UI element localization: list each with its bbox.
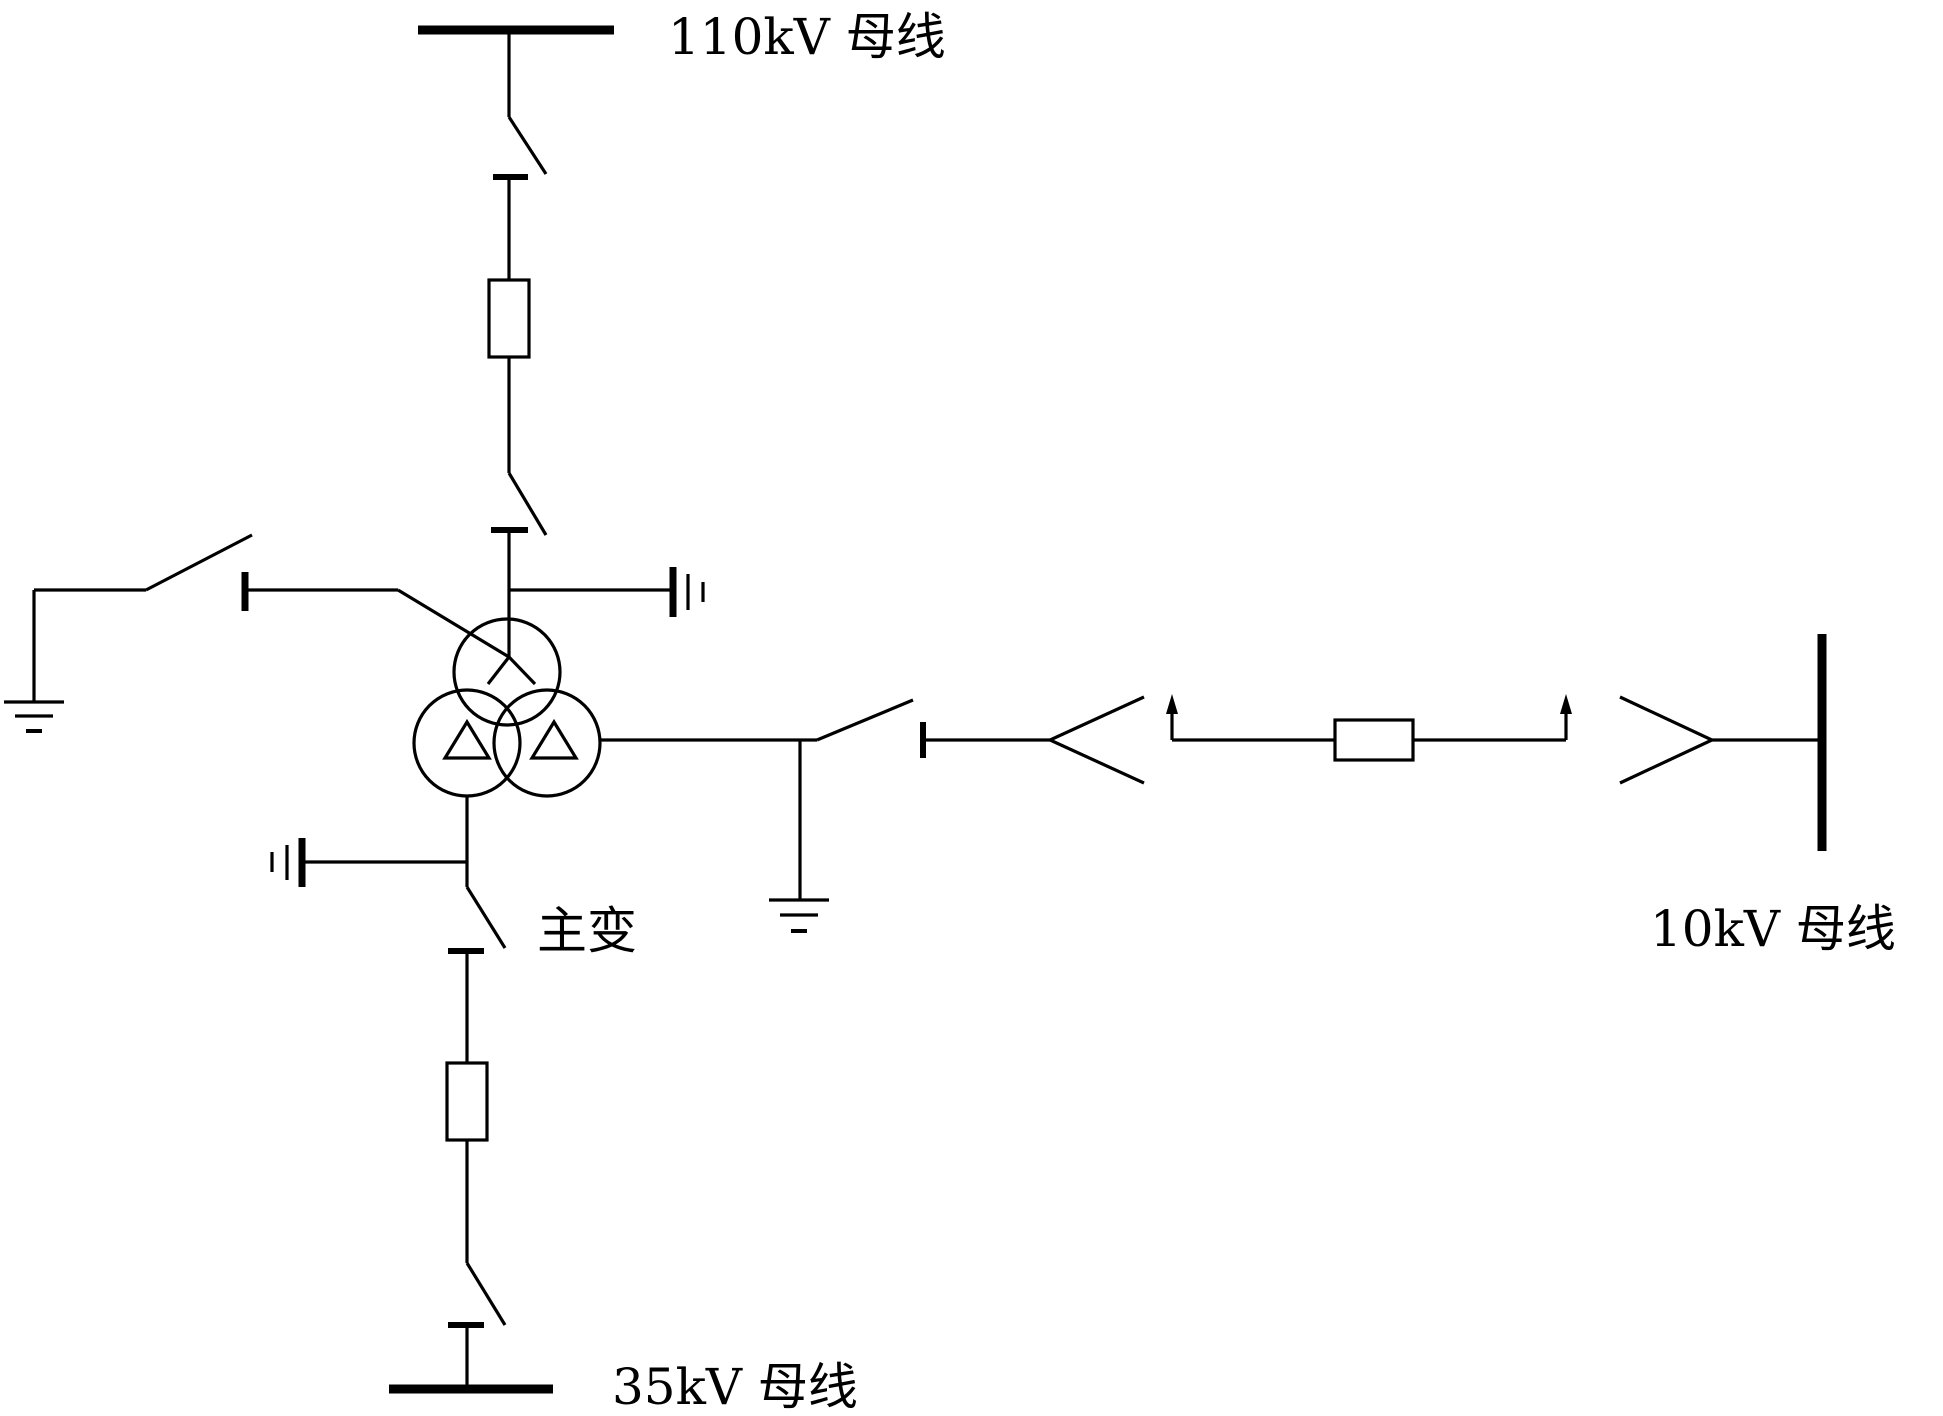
- plug-contact-left: [1046, 695, 1145, 785]
- breaker-10kv: [1333, 718, 1415, 762]
- breaker-110kv: [487, 278, 531, 359]
- cart-contact-left-arrow: [1166, 694, 1178, 740]
- disconnector-10kv: [816, 698, 926, 758]
- disconnector-110kv-lower: [491, 472, 548, 536]
- cart-contact-right-arrow: [1560, 694, 1572, 740]
- neutral-ground-switch: [32, 533, 510, 702]
- bus-10kv-label: 10kV 母线: [1650, 900, 1896, 958]
- disconnector-110kv-upper: [493, 30, 548, 180]
- bus-35kv-label: 35kV 母线: [612, 1358, 858, 1416]
- breaker-35kv: [445, 1061, 489, 1142]
- ground-switch-110kv: [509, 567, 705, 617]
- plug-contact-right: [1619, 695, 1716, 785]
- earth-icon-10kv: [769, 898, 829, 933]
- main-transformer-label: 主变: [537, 902, 637, 960]
- disconnector-35kv-lower: [448, 1262, 507, 1328]
- main-transformer-icon: [412, 617, 602, 798]
- bus-110kv-label: 110kV 母线: [668, 8, 946, 66]
- ground-switch-35kv: [270, 838, 467, 887]
- earth-icon-neutral: [4, 700, 64, 733]
- disconnector-35kv-upper: [448, 886, 507, 954]
